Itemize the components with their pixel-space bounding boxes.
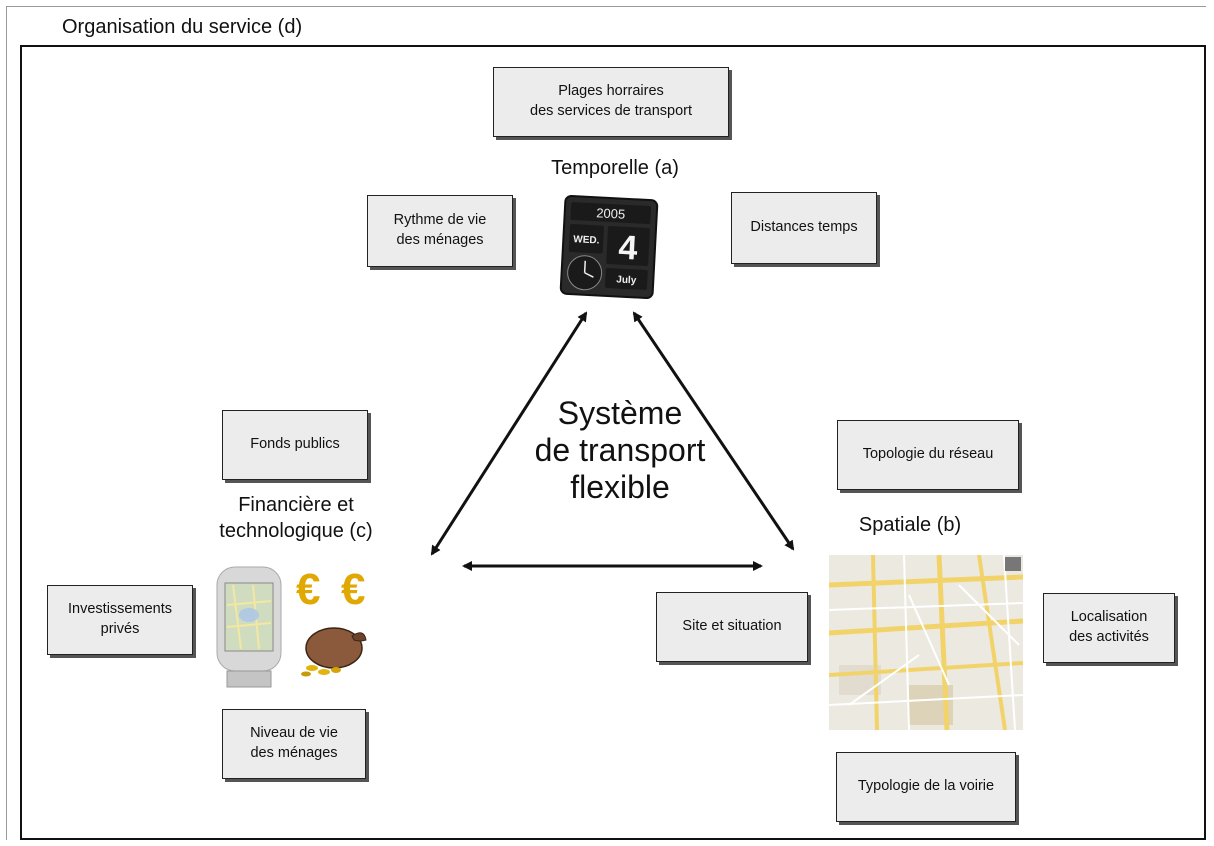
rythme-de-vie-box: Rythme de vie des ménages <box>367 195 513 267</box>
topologie-reseau-box: Topologie du réseau <box>837 420 1019 490</box>
fonds-publics-box: Fonds publics <box>222 410 368 480</box>
fonds-publics-text: Fonds publics <box>250 436 340 453</box>
kiosk-terminal-image <box>216 566 282 688</box>
investissements-text: Investissements privés <box>68 601 172 637</box>
niveau-de-vie-box: Niveau de vie des ménages <box>222 709 366 779</box>
financiere-title: Financière et technologique (c) <box>219 494 373 542</box>
niveau-de-vie-text: Niveau de vie des ménages <box>250 725 338 761</box>
flip-clock-image: 2005 WED. 4 July <box>559 194 659 300</box>
clock-day-text: WED. <box>573 234 600 246</box>
top-rule <box>6 6 1206 7</box>
topologie-reseau-text: Topologie du réseau <box>862 446 994 463</box>
clock-month-text: July <box>616 274 637 286</box>
outer-title: Organisation du service (d) <box>62 16 303 38</box>
clock-date-text: 4 <box>618 229 639 268</box>
arrow-temporelle-financiere <box>430 311 588 556</box>
site-situation-text: Site et situation <box>682 618 782 635</box>
left-rule <box>6 6 7 840</box>
clock-year-text: 2005 <box>596 205 626 221</box>
euro-icon-1: € <box>296 565 321 614</box>
rythme-de-vie-text: Rythme de vie des ménages <box>393 212 487 248</box>
arrow-temporelle-spatiale <box>632 311 795 551</box>
typologie-voirie-text: Typologie de la voirie <box>857 778 995 795</box>
street-map-image <box>829 555 1023 730</box>
localisation-text: Localisation des activités <box>1069 609 1149 645</box>
plages-horraires-box: Plages horraires des services de transpo… <box>493 67 729 137</box>
typologie-voirie-box: Typologie de la voirie <box>836 752 1016 822</box>
distances-temps-box: Distances temps <box>731 192 877 264</box>
euro-icon-2: € <box>341 565 366 614</box>
plages-horraires-text: Plages horraires des services de transpo… <box>530 83 692 119</box>
temporelle-title: Temporelle (a) <box>551 157 679 179</box>
money-bag-icon <box>301 627 367 677</box>
spatiale-title: Spatiale (b) <box>858 514 962 536</box>
localisation-box: Localisation des activités <box>1043 593 1175 663</box>
site-situation-box: Site et situation <box>656 592 808 662</box>
distances-temps-text: Distances temps <box>750 219 858 236</box>
diagram-frame <box>20 45 1206 840</box>
investissements-box: Investissements privés <box>47 585 193 655</box>
